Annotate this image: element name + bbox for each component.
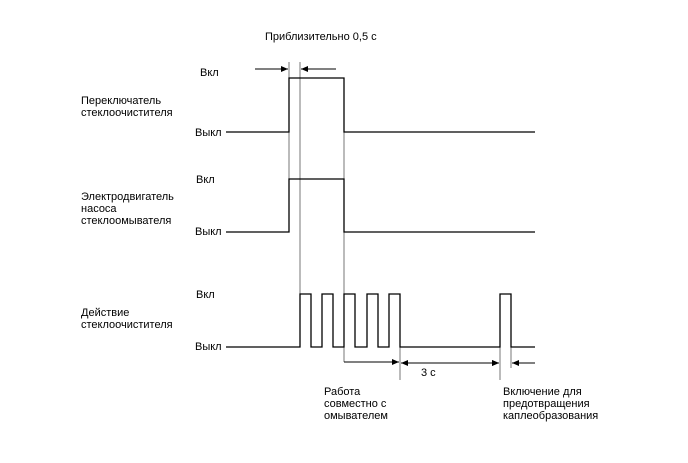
washer-motor-label-line-1: Электродвигатель <box>81 191 174 203</box>
anti-drip-line-3: каплеобразования <box>503 410 599 422</box>
wiper-switch-label-line-2: стеклоочистителя <box>81 107 173 119</box>
washer-motor-on-label: Вкл <box>196 174 215 186</box>
washer-operation-line-2: совместно с <box>324 398 387 410</box>
anti-drip-line-2: предотвращения <box>503 398 590 410</box>
waveform-washer-motor <box>226 178 535 233</box>
anti-drip-line-1: Включение для <box>503 386 582 398</box>
wiper-switch-label-line-1: Переключатель <box>81 95 162 107</box>
three-second-label: 3 с <box>421 367 436 379</box>
wiper-action-on-label: Вкл <box>196 289 215 301</box>
wiper-switch-off-label: Выкл <box>195 127 222 139</box>
washer-motor-label-line-3: стеклоомывателя <box>81 215 172 227</box>
approx-half-second-label: Приблизительно 0,5 с <box>265 31 377 43</box>
waveform-wiper-action <box>226 293 535 348</box>
washer-operation-line-3: омывателем <box>324 410 388 422</box>
washer-motor-label-line-2: насоса <box>81 203 117 215</box>
wiper-action-label-line-2: стеклоочистителя <box>81 319 173 331</box>
washer-motor-off-label: Выкл <box>195 226 222 238</box>
waveform-wiper-switch <box>226 77 535 133</box>
wiper-action-off-label: Выкл <box>195 341 222 353</box>
washer-operation-line-1: Работа <box>324 386 361 398</box>
wiper-action-label-line-1: Действие <box>81 307 130 319</box>
wiper-switch-on-label: Вкл <box>200 67 219 79</box>
